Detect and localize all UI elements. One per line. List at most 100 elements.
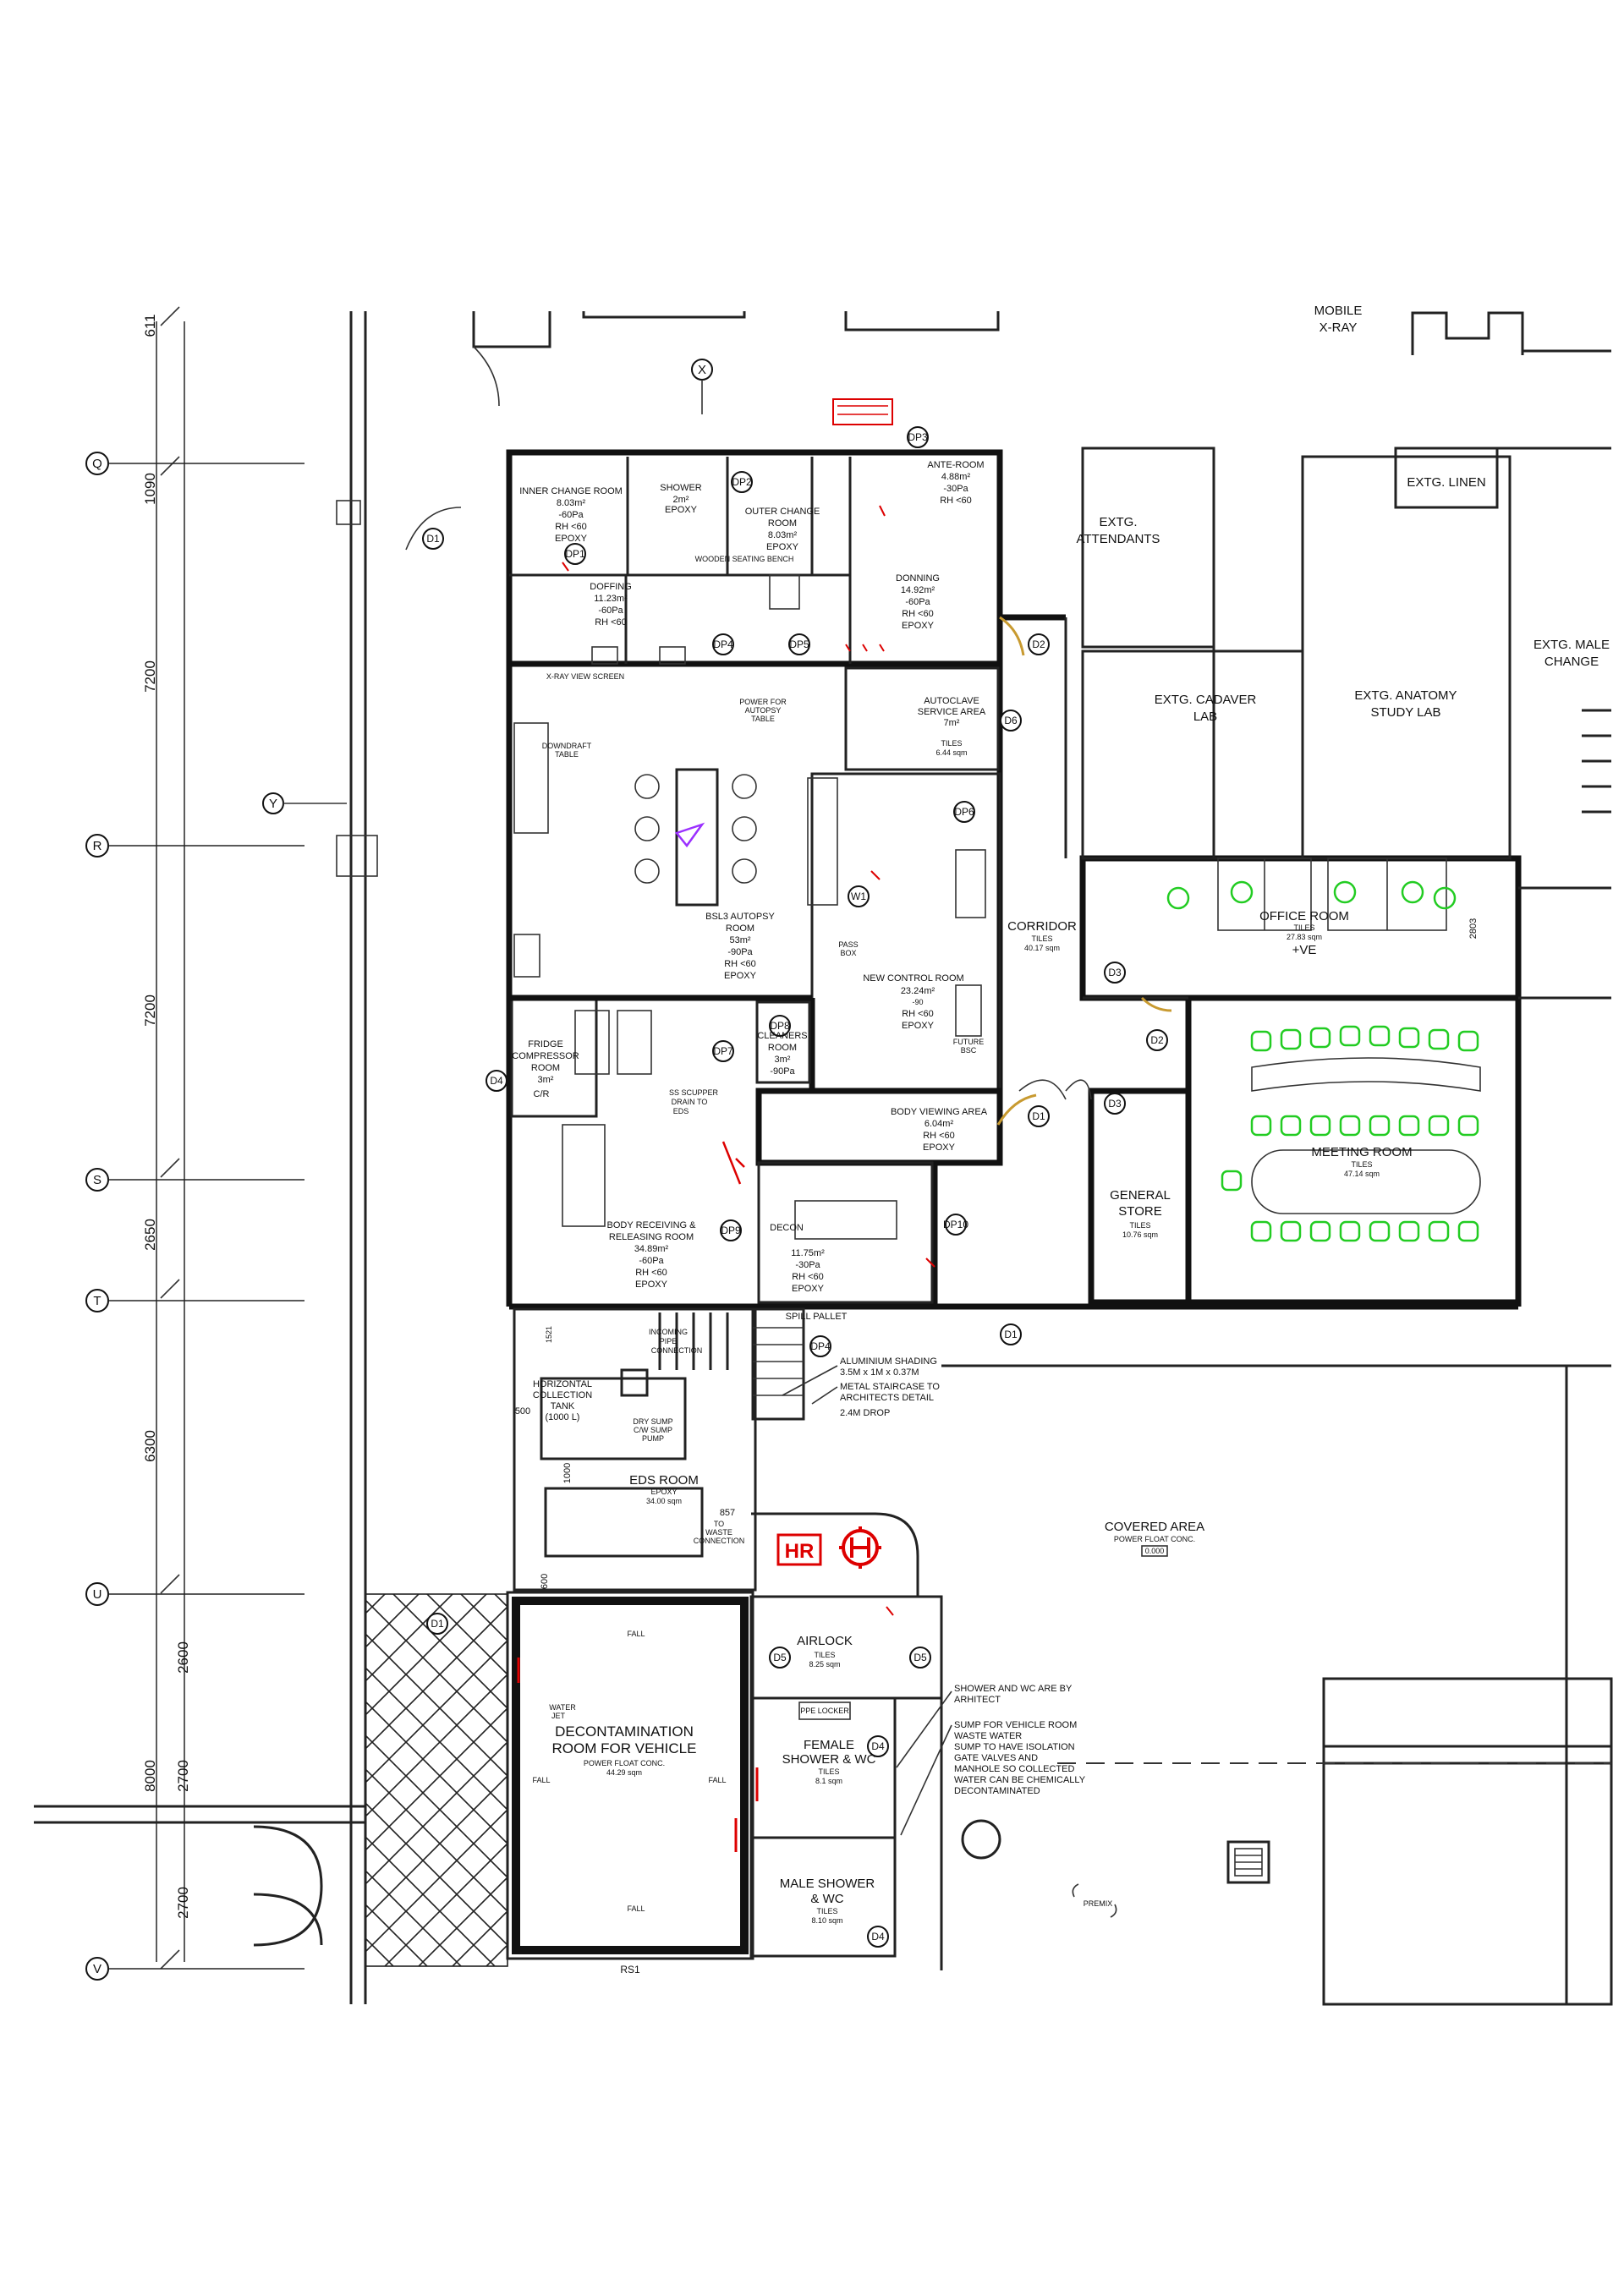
door-tag-dp3: DP3 xyxy=(907,426,929,448)
hazard-h-icon xyxy=(839,1526,881,1569)
hr-sign: HR xyxy=(776,1533,822,1566)
room-body-receiving: BODY RECEIVING & RELEASING ROOM 34.89m² … xyxy=(607,1220,697,1290)
svg-text:GATE VALVES AND: GATE VALVES AND xyxy=(954,1753,1038,1763)
door-tag-d3b: D3 xyxy=(1104,1093,1126,1115)
svg-text:EPOXY: EPOXY xyxy=(766,542,799,552)
svg-text:8.1 sqm: 8.1 sqm xyxy=(815,1777,842,1785)
door-tag-dp4b: DP4 xyxy=(809,1335,831,1357)
svg-text:D1: D1 xyxy=(1032,1110,1045,1122)
svg-text:8.03m²: 8.03m² xyxy=(768,530,798,540)
door-tag-dp9: DP9 xyxy=(720,1219,742,1241)
svg-text:TO: TO xyxy=(714,1520,724,1528)
door-tag-d1c: D1 xyxy=(426,1613,448,1635)
office-workstations xyxy=(1166,858,1457,931)
grid-tag-x: X xyxy=(691,359,713,414)
svg-text:RH <60: RH <60 xyxy=(792,1272,824,1282)
dim-label: 7200 xyxy=(142,660,158,693)
room-eds: EDS ROOM EPOXY 34.00 sqm xyxy=(629,1473,699,1505)
svg-text:DP3: DP3 xyxy=(908,431,928,443)
svg-text:EXTG. MALE: EXTG. MALE xyxy=(1533,638,1610,652)
paving-hatch xyxy=(253,1593,508,1967)
svg-text:11.75m²: 11.75m² xyxy=(791,1248,825,1258)
svg-text:ARCHITECTS DETAIL: ARCHITECTS DETAIL xyxy=(840,1393,934,1403)
label-pass-box: PASS BOX xyxy=(838,940,858,957)
label-power-autopsy: POWER FOR AUTOPSY TABLE xyxy=(739,698,787,723)
room-outer-change: OUTER CHANGE ROOM 8.03m² EPOXY xyxy=(745,507,820,552)
door-tag-dp8: DP8 xyxy=(769,1015,791,1037)
svg-text:WASTE WATER: WASTE WATER xyxy=(954,1731,1022,1741)
svg-text:44.29 sqm: 44.29 sqm xyxy=(606,1768,642,1777)
svg-text:6.04m²: 6.04m² xyxy=(924,1119,954,1129)
svg-text:POWER FOR: POWER FOR xyxy=(739,698,787,706)
svg-text:D4: D4 xyxy=(490,1075,503,1087)
svg-text:SUMP TO HAVE ISOLATION: SUMP TO HAVE ISOLATION xyxy=(954,1742,1075,1752)
svg-text:-90Pa: -90Pa xyxy=(727,947,753,957)
svg-text:V: V xyxy=(93,1962,102,1976)
svg-text:FUTURE: FUTURE xyxy=(953,1038,985,1046)
svg-text:D2: D2 xyxy=(1150,1034,1164,1046)
svg-text:TILES: TILES xyxy=(1031,934,1052,943)
room-bsl3-autopsy: BSL3 AUTOPSY ROOM 53m² -90Pa RH <60 EPOX… xyxy=(705,912,775,981)
door-tag-dp6: DP6 xyxy=(953,801,975,823)
svg-text:X: X xyxy=(698,363,706,377)
svg-text:PASS: PASS xyxy=(838,940,858,949)
room-autoclave: AUTOCLAVE SERVICE AREA 7m² TILES 6.44 sq… xyxy=(918,696,986,757)
door-tag-d6: D6 xyxy=(1000,710,1022,732)
svg-text:ARHITECT: ARHITECT xyxy=(954,1695,1001,1705)
svg-text:PUMP: PUMP xyxy=(642,1434,664,1443)
room-decon-vehicle: DECONTAMINATION ROOM FOR VEHICLE POWER F… xyxy=(552,1723,697,1777)
svg-text:11.23m²: 11.23m² xyxy=(594,594,628,604)
svg-text:2.4M DROP: 2.4M DROP xyxy=(840,1408,890,1418)
door-tag-d4b: D4 xyxy=(867,1735,889,1757)
svg-text:ROOM: ROOM xyxy=(726,923,754,934)
main-walls xyxy=(506,449,1003,1310)
svg-text:S: S xyxy=(93,1173,102,1187)
door-tag-dp7: DP7 xyxy=(712,1040,734,1062)
svg-text:EXTG. CADAVER: EXTG. CADAVER xyxy=(1155,693,1257,707)
svg-text:DECONTAMINATED: DECONTAMINATED xyxy=(954,1786,1040,1796)
room-doffing: DOFFING 11.23m² -60Pa RH <60 xyxy=(590,582,632,627)
door-tag-d1b: D1 xyxy=(1028,1105,1050,1127)
door-tag-d2: D2 xyxy=(1028,633,1050,655)
svg-text:R: R xyxy=(93,839,102,853)
svg-text:METAL STAIRCASE TO: METAL STAIRCASE TO xyxy=(840,1382,940,1392)
door-tag-w1: W1 xyxy=(848,885,870,907)
dim-label: 2700 xyxy=(175,1760,191,1792)
svg-text:W1: W1 xyxy=(851,890,866,902)
hazard-markers xyxy=(517,398,935,1852)
label-fall: FALL xyxy=(708,1776,726,1784)
room-inner-change: INNER CHANGE ROOM 8.03m² -60Pa RH <60 EP… xyxy=(519,486,623,544)
room-donning: DONNING 14.92m² -60Pa RH <60 EPOXY xyxy=(896,573,940,631)
door-tag-d4: D4 xyxy=(486,1070,508,1092)
svg-text:T: T xyxy=(93,1294,101,1308)
room-extg-male-change: EXTG. MALE CHANGE xyxy=(1533,638,1610,669)
svg-text:-90Pa: -90Pa xyxy=(770,1066,795,1077)
svg-text:6.44 sqm: 6.44 sqm xyxy=(935,748,967,757)
svg-text:BOX: BOX xyxy=(840,949,856,957)
door-tag-d2b: D2 xyxy=(1146,1029,1168,1051)
svg-text:ANTE-ROOM: ANTE-ROOM xyxy=(927,460,984,470)
svg-text:CONNECTION: CONNECTION xyxy=(651,1346,703,1355)
svg-text:DONNING: DONNING xyxy=(896,573,940,584)
svg-text:SERVICE AREA: SERVICE AREA xyxy=(918,707,986,717)
svg-text:0.000: 0.000 xyxy=(1145,1547,1165,1555)
room-covered-area: COVERED AREA POWER FLOAT CONC. 0.000 xyxy=(1105,1520,1204,1557)
svg-text:TILES: TILES xyxy=(814,1651,835,1659)
svg-text:AUTOCLAVE: AUTOCLAVE xyxy=(924,696,979,706)
svg-text:14.92m²: 14.92m² xyxy=(901,585,935,595)
svg-text:EPOXY: EPOXY xyxy=(665,505,698,515)
svg-text:MOBILE: MOBILE xyxy=(1314,304,1363,318)
svg-text:EPOXY: EPOXY xyxy=(902,621,935,631)
svg-text:FRIDGE: FRIDGE xyxy=(528,1039,563,1049)
svg-text:DOWNDRAFT: DOWNDRAFT xyxy=(542,742,592,750)
door-tag-dp1: DP1 xyxy=(564,543,586,565)
grid-line-q: Q xyxy=(85,452,304,475)
meeting-chairs xyxy=(1221,1025,1479,1242)
room-mobile-xray: MOBILE X-RAY xyxy=(1314,304,1363,335)
svg-text:POWER FLOAT CONC.: POWER FLOAT CONC. xyxy=(584,1759,665,1767)
dim-label: 2700 xyxy=(175,1887,191,1919)
room-extg-anatomy-lab: EXTG. ANATOMY STUDY LAB xyxy=(1354,688,1457,720)
svg-text:HORIZONTAL: HORIZONTAL xyxy=(533,1379,592,1389)
svg-text:EPOXY: EPOXY xyxy=(724,971,757,981)
svg-text:BSC: BSC xyxy=(961,1046,977,1055)
